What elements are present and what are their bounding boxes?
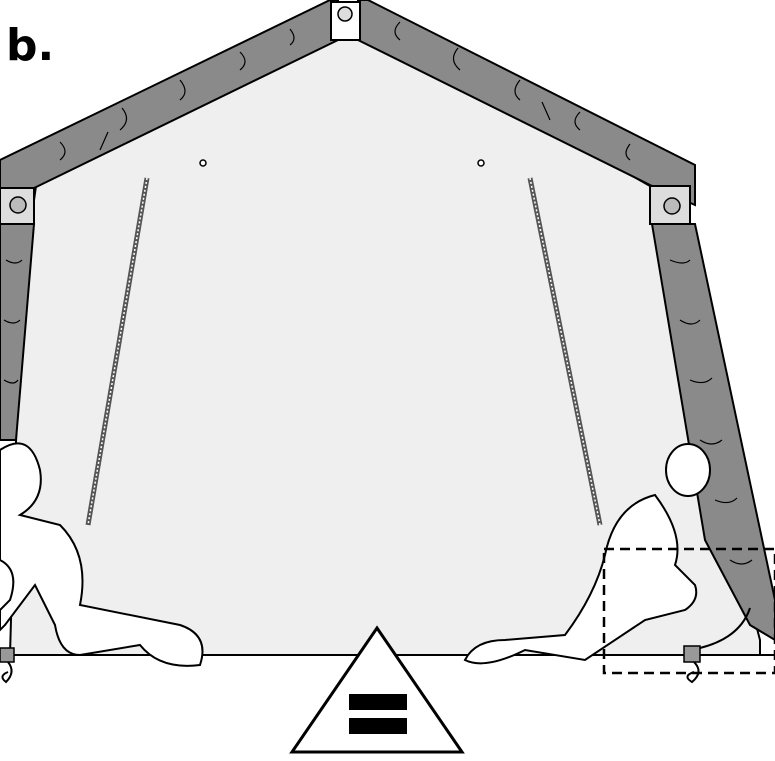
vent-grommet-left: [200, 160, 206, 166]
left-eave-bracket: [0, 188, 34, 224]
ridge-connector: [331, 2, 360, 40]
ground-stake-left: [0, 648, 14, 682]
vent-grommet-right: [478, 160, 484, 166]
right-eave-bracket: [650, 186, 690, 224]
